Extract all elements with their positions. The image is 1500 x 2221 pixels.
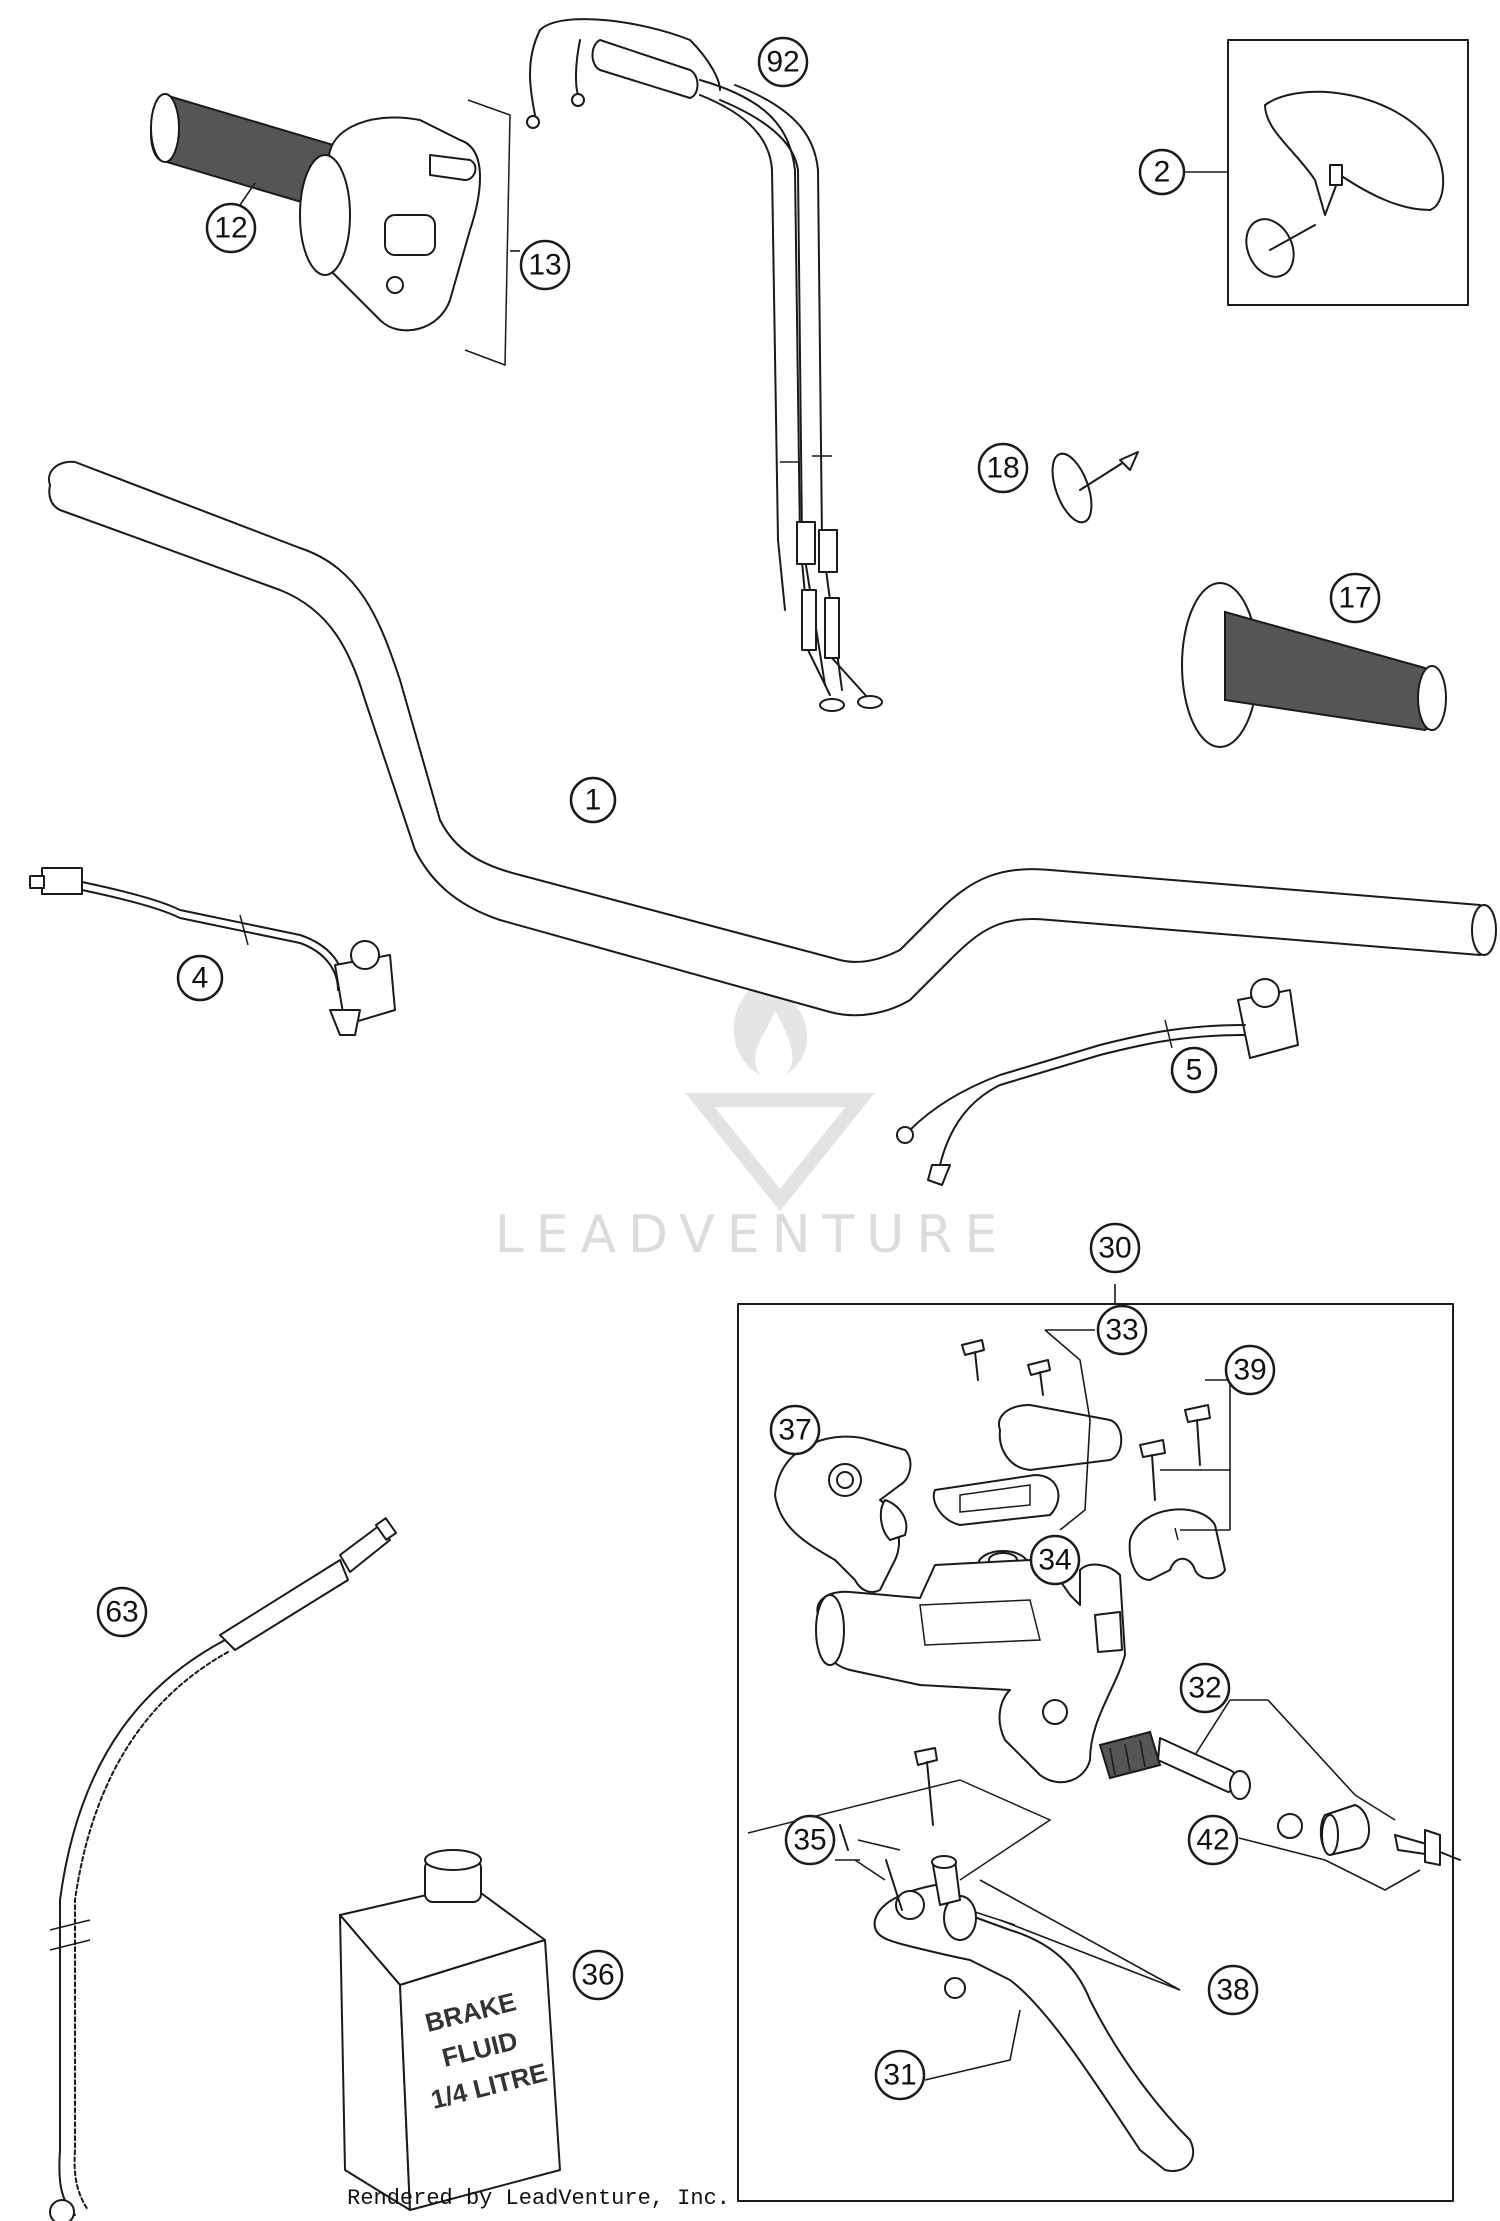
callout-label: 63 xyxy=(105,1596,138,1629)
brake-line xyxy=(49,1517,398,2221)
watermark-text: LEADVENTURE xyxy=(495,1205,1010,1265)
callout-label: 32 xyxy=(1188,1672,1221,1705)
callout-37[interactable]: 37 xyxy=(769,1404,821,1456)
handlebar-cover-kit xyxy=(1185,39,1469,306)
callout-18[interactable]: 18 xyxy=(977,442,1029,494)
callout-label: 2 xyxy=(1154,156,1171,189)
throttle-housing xyxy=(299,99,511,367)
callouts: 1 2 4 5 12 13 17 18 30 31 32 33 34 35 36… xyxy=(96,36,1381,2101)
callout-2[interactable]: 2 xyxy=(1138,148,1186,196)
brake-master-cylinder-assembly xyxy=(737,1284,1461,2202)
light-switch xyxy=(896,978,1299,1186)
callout-1[interactable]: 1 xyxy=(569,776,617,824)
callout-label: 1 xyxy=(585,784,602,817)
render-credit: Rendered by LeadVenture, Inc. xyxy=(347,2186,730,2211)
callout-39[interactable]: 39 xyxy=(1224,1344,1276,1396)
callout-36[interactable]: 36 xyxy=(572,1949,624,2001)
callout-32[interactable]: 32 xyxy=(1179,1662,1231,1714)
callout-63[interactable]: 63 xyxy=(96,1586,148,1638)
callout-35[interactable]: 35 xyxy=(784,1814,836,1866)
callout-33[interactable]: 33 xyxy=(1096,1304,1148,1356)
kill-switch xyxy=(29,867,396,1036)
cable-tie xyxy=(1051,451,1139,524)
callout-34[interactable]: 34 xyxy=(1029,1534,1081,1586)
callout-4[interactable]: 4 xyxy=(176,954,224,1002)
throttle-cables xyxy=(526,18,883,712)
callout-30[interactable]: 30 xyxy=(1089,1222,1141,1274)
callout-17[interactable]: 17 xyxy=(1329,572,1381,624)
left-grip xyxy=(1181,582,1447,748)
callout-label: 30 xyxy=(1098,1232,1131,1265)
callout-label: 42 xyxy=(1196,1824,1229,1857)
callout-31[interactable]: 31 xyxy=(874,2049,926,2101)
callout-label: 92 xyxy=(766,46,799,79)
watermark: LEADVENTURE xyxy=(495,980,1010,1265)
callout-label: 34 xyxy=(1038,1544,1071,1577)
callout-label: 31 xyxy=(883,2059,916,2092)
callout-label: 33 xyxy=(1105,1314,1138,1347)
callout-92[interactable]: 92 xyxy=(757,36,809,88)
brake-fluid-bottle: BRAKE FLUID 1/4 LITRE xyxy=(339,1849,561,2211)
callout-label: 38 xyxy=(1216,1974,1249,2007)
callout-label: 36 xyxy=(581,1959,614,1992)
callout-5[interactable]: 5 xyxy=(1170,1046,1218,1094)
callout-12[interactable]: 12 xyxy=(205,202,257,254)
callout-label: 37 xyxy=(778,1414,811,1447)
callout-label: 4 xyxy=(192,962,209,995)
callout-label: 17 xyxy=(1338,582,1371,615)
callout-label: 18 xyxy=(986,452,1019,485)
callout-label: 13 xyxy=(528,249,561,282)
callout-label: 12 xyxy=(214,212,247,245)
callout-label: 35 xyxy=(793,1824,826,1857)
callout-label: 5 xyxy=(1186,1054,1203,1087)
callout-label: 39 xyxy=(1233,1354,1266,1387)
handlebar xyxy=(48,460,1497,1017)
callout-38[interactable]: 38 xyxy=(1207,1964,1259,2016)
callout-13[interactable]: 13 xyxy=(519,239,571,291)
callout-42[interactable]: 42 xyxy=(1187,1814,1239,1866)
